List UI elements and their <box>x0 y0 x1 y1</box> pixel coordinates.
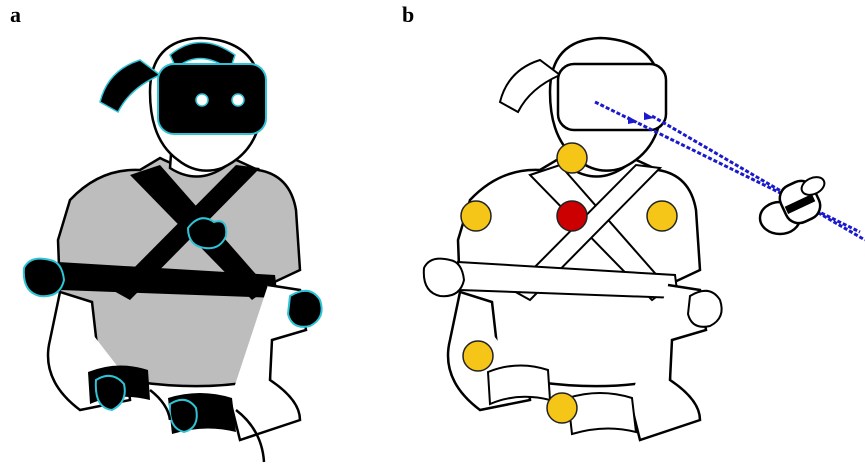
figure-a-illustration <box>0 0 400 468</box>
marker-neck <box>557 143 587 173</box>
vr-headset <box>158 64 266 134</box>
left-forearm-tracker <box>96 376 125 410</box>
right-hand-outline <box>688 291 722 327</box>
forearm-band-outline-2 <box>568 393 636 434</box>
figure-b-illustration <box>400 0 865 468</box>
chest-tracker <box>188 218 226 248</box>
right-arm-tracker <box>288 291 322 327</box>
marker-chest <box>557 201 587 231</box>
left-hand-outline <box>424 259 464 297</box>
left-arm-tracker <box>24 259 64 297</box>
marker-left-wrist <box>547 393 577 423</box>
marker-left-elbow <box>463 341 493 371</box>
base-station-icon <box>760 174 827 234</box>
panel-b: b <box>400 0 865 468</box>
headset-sensor-right <box>232 94 244 106</box>
marker-right-shoulder <box>647 201 677 231</box>
panel-a: a <box>0 0 400 468</box>
hand-left <box>150 390 170 420</box>
headset-outline <box>558 64 666 130</box>
marker-left-shoulder <box>461 201 491 231</box>
headset-sensor-left <box>196 94 208 106</box>
